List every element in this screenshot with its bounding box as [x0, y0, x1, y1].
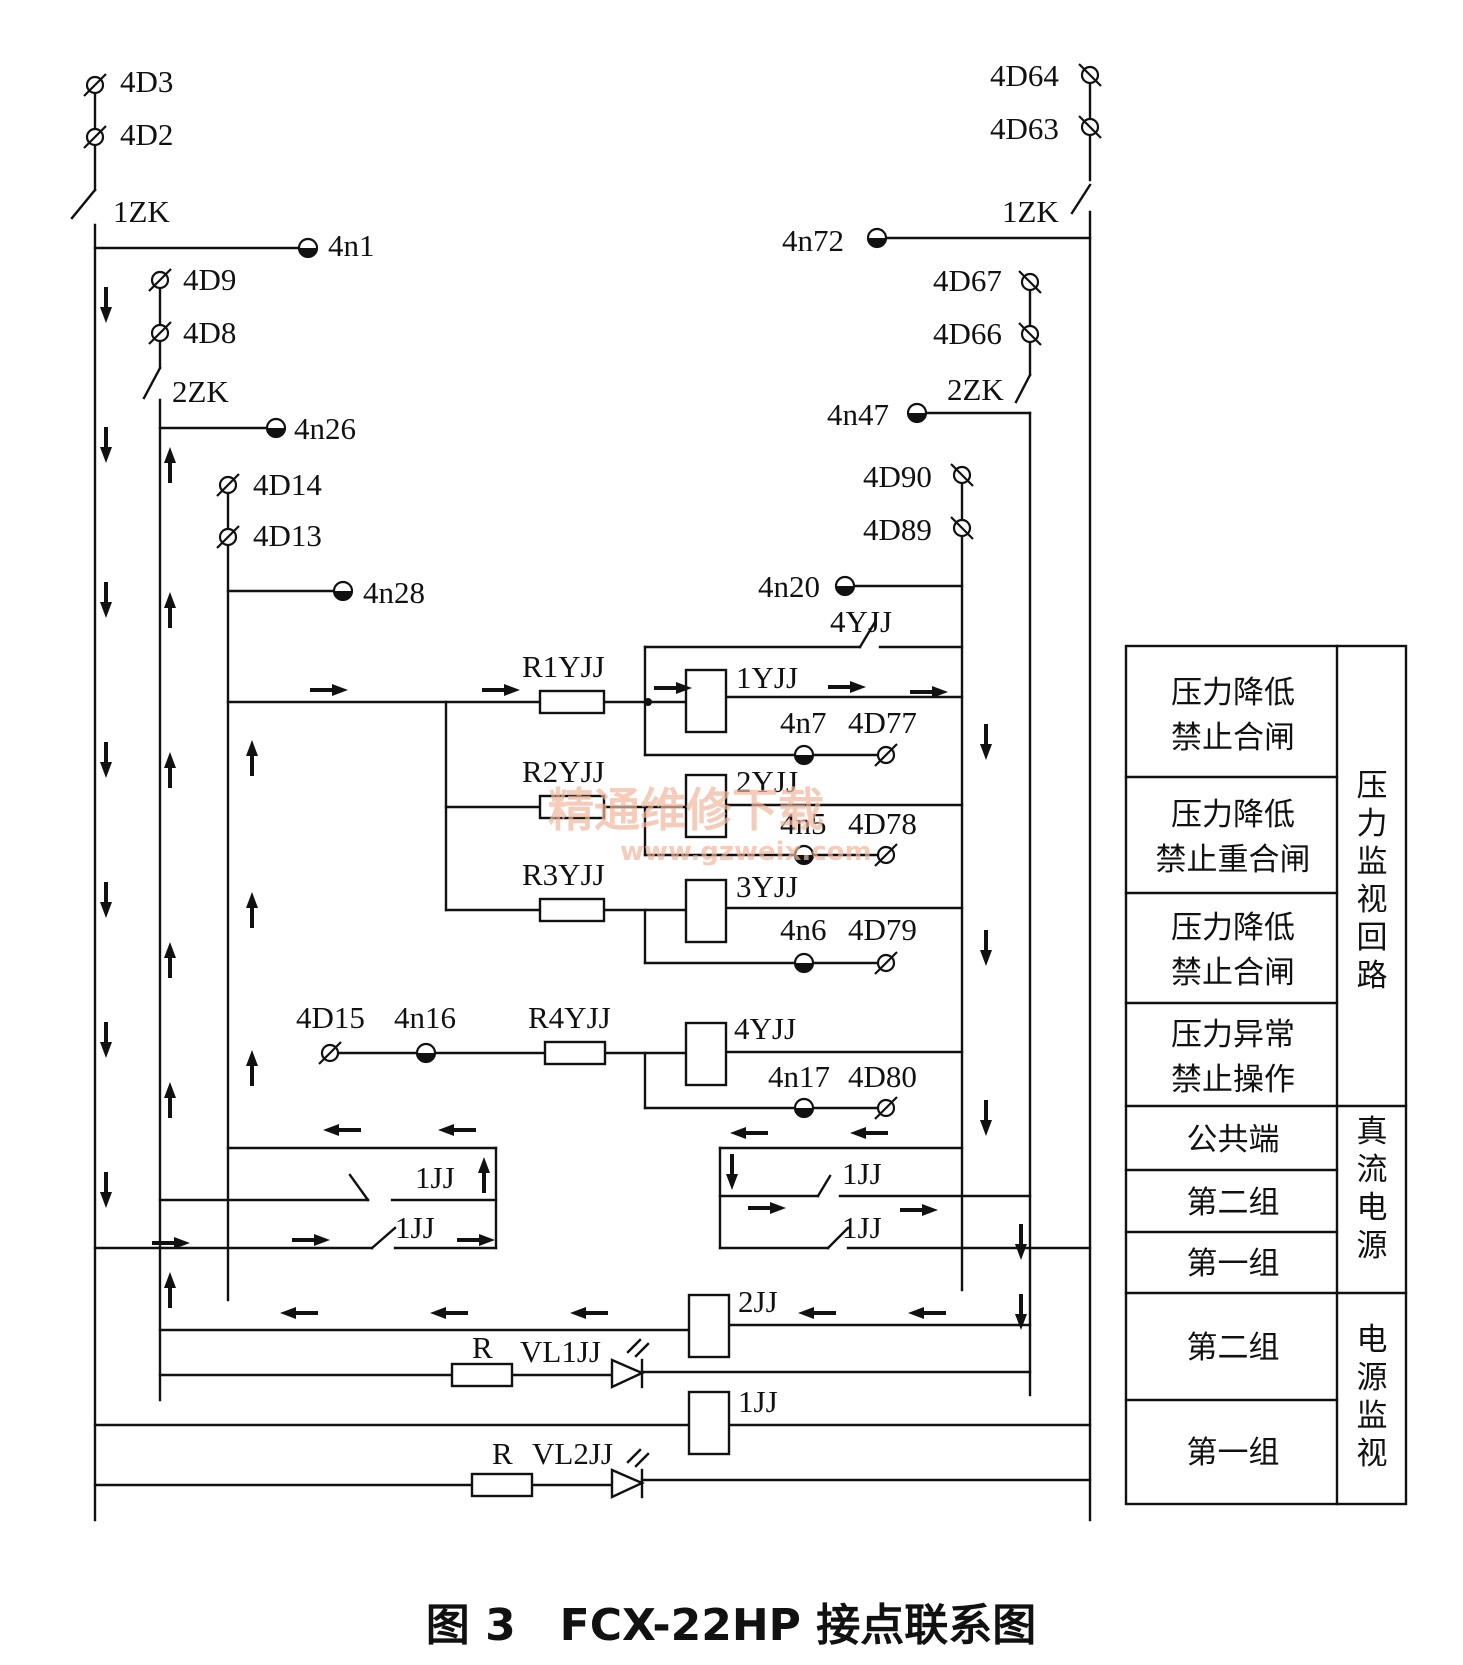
led-vl2jj — [610, 1448, 650, 1499]
label-4D3: 4D3 — [120, 64, 173, 99]
label-4n26: 4n26 — [294, 411, 356, 446]
label-4n20: 4n20 — [758, 569, 820, 604]
relay-coil-1jj — [687, 1390, 731, 1456]
resistor-r3yjj — [538, 897, 606, 923]
label-4n28: 4n28 — [363, 575, 425, 610]
watermark-text: 精通维修下载 — [548, 783, 824, 837]
label-4D13: 4D13 — [253, 518, 322, 553]
label-4D14: 4D14 — [253, 467, 322, 502]
component-labels: 1ZK 1ZK 2ZK 2ZK R1YJJ R2YJJ R3YJJ R4YJJ … — [113, 194, 1059, 1471]
label-r-vl2: R — [492, 1436, 513, 1471]
label-4n16: 4n16 — [394, 1000, 456, 1035]
legend-row1-line1: 压力降低 — [1171, 675, 1295, 711]
label-2zk-right: 2ZK — [947, 372, 1004, 407]
label-2jj: 2JJ — [738, 1284, 778, 1319]
led-vl1jj — [610, 1338, 650, 1389]
resistor-r1yjj — [538, 689, 606, 715]
label-4yjj-contact: 4YJJ — [830, 604, 892, 639]
label-4n6: 4n6 — [780, 912, 827, 947]
label-4D66: 4D66 — [933, 316, 1002, 351]
relay-coil-2jj — [687, 1293, 731, 1359]
watermark-url: www.gzweix.com — [620, 837, 872, 867]
label-r3yjj: R3YJJ — [522, 857, 605, 892]
label-4D63: 4D63 — [990, 111, 1059, 146]
relay-coil-2yjj — [684, 773, 728, 839]
label-2yjj: 2YJJ — [736, 764, 798, 799]
label-r2yjj: R2YJJ — [522, 754, 605, 789]
legend-row4-line2: 禁止操作 — [1171, 1062, 1295, 1098]
legend-row5: 公共端 — [1187, 1122, 1280, 1158]
label-4D77: 4D77 — [848, 705, 917, 740]
label-4n17: 4n17 — [768, 1059, 830, 1094]
legend-table: 压力降低 禁止合闸 压力降低 禁止重合闸 压力降低 禁止合闸 压力异常 禁止操作… — [1124, 644, 1408, 1506]
label-4D79: 4D79 — [848, 912, 917, 947]
label-4n5: 4n5 — [780, 806, 827, 841]
label-4n47: 4n47 — [827, 397, 889, 432]
legend-row2-line2: 禁止重合闸 — [1156, 842, 1311, 878]
label-1zk-right: 1ZK — [1002, 194, 1059, 229]
label-2zk-left: 2ZK — [172, 374, 229, 409]
label-4D78: 4D78 — [848, 806, 917, 841]
label-1jj-relay: 1JJ — [738, 1384, 778, 1419]
label-r1yjj: R1YJJ — [522, 649, 605, 684]
label-4D9: 4D9 — [183, 262, 236, 297]
legend-row1-line2: 禁止合闸 — [1171, 720, 1295, 756]
label-4D8: 4D8 — [183, 315, 236, 350]
label-vl1jj: VL1JJ — [520, 1334, 601, 1369]
legend-group-power-monitor: 电源监视 — [1357, 1322, 1388, 1472]
resistor-r4yjj — [543, 1040, 607, 1066]
label-4D2: 4D2 — [120, 117, 173, 152]
legend-row6: 第二组 — [1187, 1185, 1280, 1221]
label-4D90: 4D90 — [863, 459, 932, 494]
label-4yjj: 4YJJ — [734, 1011, 796, 1046]
node-labels: 4n1 4n72 4n26 4n47 4n28 4n20 4n7 4n5 4n6… — [294, 223, 889, 1094]
label-3yjj: 3YJJ — [736, 869, 798, 904]
label-r4yjj: R4YJJ — [528, 1000, 611, 1035]
resistor-r-vl1 — [450, 1362, 514, 1388]
label-4D67: 4D67 — [933, 263, 1002, 298]
label-4D80: 4D80 — [848, 1059, 917, 1094]
resistor-r2yjj — [538, 794, 606, 820]
label-1zk-left: 1ZK — [113, 194, 170, 229]
legend-row3-line1: 压力降低 — [1171, 910, 1295, 946]
terminal-labels: 4D3 4D2 4D64 4D63 4D9 4D8 4D67 4D66 4D14… — [120, 58, 1059, 1094]
resistor-r-vl2 — [470, 1472, 534, 1498]
label-r-vl1: R — [472, 1330, 493, 1365]
relay-coil-4yjj — [684, 1021, 728, 1087]
figure-caption: 图 3 FCX-22HP 接点联系图 — [426, 1600, 1037, 1651]
label-4D64: 4D64 — [990, 58, 1059, 93]
legend-row7: 第一组 — [1187, 1246, 1280, 1282]
legend-row2-line1: 压力降低 — [1171, 797, 1295, 833]
label-1jj-right-lower: 1JJ — [842, 1210, 882, 1245]
label-4n7: 4n7 — [780, 705, 827, 740]
label-1jj-left-upper: 1JJ — [415, 1160, 455, 1195]
legend-row9: 第一组 — [1187, 1435, 1280, 1471]
relay-coil-1yjj — [684, 668, 728, 734]
relay-coil-3yjj — [684, 878, 728, 944]
label-4D15: 4D15 — [296, 1000, 365, 1035]
legend-row4-line1: 压力异常 — [1171, 1017, 1295, 1053]
legend-group-pressure: 压力监视回路 — [1357, 768, 1388, 994]
label-1jj-left-lower: 1JJ — [395, 1210, 435, 1245]
label-4n1: 4n1 — [328, 228, 375, 263]
label-vl2jj: VL2JJ — [532, 1436, 613, 1471]
legend-row8: 第二组 — [1187, 1330, 1280, 1366]
watermark: 精通维修下载 www.gzweix.com — [548, 783, 872, 867]
legend-row3-line2: 禁止合闸 — [1171, 955, 1295, 991]
legend-group-dc-power: 真流电源 — [1357, 1114, 1388, 1264]
label-1yjj: 1YJJ — [736, 660, 798, 695]
label-4D89: 4D89 — [863, 512, 932, 547]
label-4n72: 4n72 — [782, 223, 844, 258]
label-1jj-right-upper: 1JJ — [842, 1156, 882, 1191]
